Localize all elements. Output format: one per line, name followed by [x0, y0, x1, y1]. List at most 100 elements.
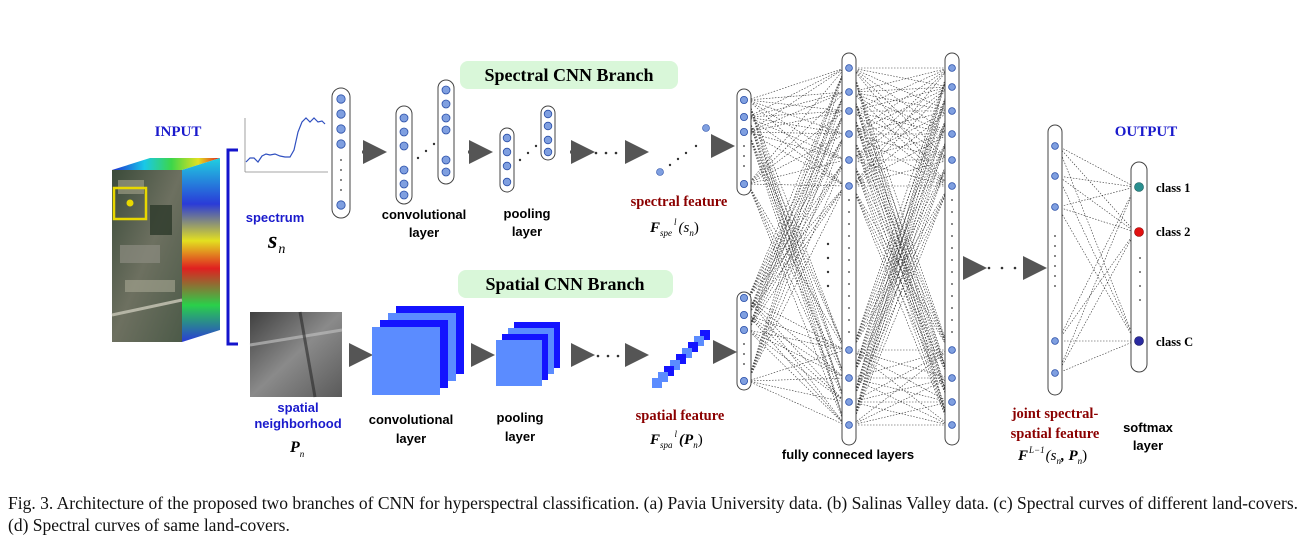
spectral-conv-label-2: layer — [409, 225, 439, 240]
neuron-node — [399, 127, 409, 137]
connection-line — [851, 91, 950, 112]
ellipsis-dot — [848, 283, 850, 285]
spatial-branch-title: Spatial CNN Branch — [485, 274, 644, 294]
connection-line — [747, 91, 846, 133]
ellipsis-dot — [951, 199, 953, 201]
connection-line — [747, 116, 846, 187]
neuron-node — [1051, 172, 1059, 180]
neuron-node — [740, 325, 749, 334]
connection-line — [747, 131, 846, 135]
spectrum-plot — [244, 117, 328, 173]
input-label: INPUT — [155, 124, 202, 140]
connection-line — [747, 110, 846, 316]
neuron-node — [543, 109, 553, 119]
connection-line — [747, 131, 846, 161]
neuron-node — [1051, 142, 1059, 150]
ellipsis-dot — [743, 353, 745, 355]
neuron-node — [336, 139, 346, 149]
neuron-node — [740, 96, 749, 105]
neuron-node — [845, 64, 853, 72]
spatial-conv-maps — [372, 306, 464, 395]
ellipsis-dot — [848, 295, 850, 297]
fc-input-column-spectral — [736, 88, 752, 196]
neuron-node — [399, 141, 409, 151]
connection-line — [851, 349, 950, 379]
neuron-node — [399, 165, 409, 175]
ellipsis-dot — [1139, 285, 1141, 287]
connection-line — [851, 110, 950, 379]
ellipsis-dot — [1139, 271, 1141, 273]
connection-line — [851, 159, 950, 351]
softmax-column — [1130, 161, 1148, 373]
ellipsis-dot — [743, 343, 745, 345]
connection-line — [747, 99, 846, 403]
ellipsis-dot — [743, 155, 745, 157]
ellipsis-dot — [1139, 257, 1141, 259]
connection-line — [747, 329, 846, 379]
connection-line — [747, 67, 846, 101]
neuron-node — [441, 85, 451, 95]
spectral-pool-column-2 — [540, 105, 556, 161]
ellipsis-dot — [848, 223, 850, 225]
neuron-node — [740, 127, 749, 136]
connection-line — [747, 131, 846, 187]
ellipsis-dot — [951, 295, 953, 297]
connection-line — [851, 349, 950, 426]
neuron-node — [502, 147, 512, 157]
spectral-pool-dots — [518, 144, 538, 162]
neuron-node — [845, 346, 853, 354]
connection-line — [747, 99, 846, 351]
connection-line — [851, 185, 950, 351]
connection-line — [851, 159, 950, 426]
fc-input-column-spatial — [736, 291, 752, 391]
connection-line — [747, 67, 846, 316]
connection-line — [747, 131, 846, 379]
connection-line — [747, 159, 846, 382]
ellipsis-dot — [1054, 235, 1056, 237]
neuron-node — [1051, 203, 1059, 211]
connection-line — [747, 183, 846, 426]
connection-line — [747, 91, 846, 382]
connection-line — [747, 185, 846, 316]
neuron-node — [502, 161, 512, 171]
connection-line — [851, 86, 950, 112]
joint-feature-column — [1047, 124, 1063, 396]
connection-line — [851, 67, 950, 379]
neuron-node — [740, 293, 749, 302]
neuron-node — [740, 376, 749, 385]
hyperspectral-cube — [111, 158, 220, 342]
connection-line — [747, 116, 846, 379]
joint-formula: FL−1(sn, Pn) — [1017, 445, 1087, 466]
connection-line — [851, 349, 950, 379]
connection-line — [851, 185, 950, 351]
spatial-feature-stack — [652, 330, 710, 388]
ellipsis-dot — [951, 283, 953, 285]
connection-line — [1057, 231, 1136, 374]
spectral-branch-badge — [460, 61, 678, 89]
connection-line — [851, 110, 950, 351]
neuron-node — [948, 130, 956, 138]
connection-line — [1057, 186, 1136, 342]
output-connections — [1057, 145, 1136, 374]
connection-line — [851, 86, 950, 187]
neuron-node — [441, 155, 451, 165]
connection-line — [747, 183, 846, 379]
connection-line — [851, 185, 950, 379]
neuron-node — [740, 310, 749, 319]
connection-line — [747, 67, 846, 331]
spectral-pool-label-1: pooling — [504, 206, 551, 221]
connection-line — [747, 185, 846, 382]
connection-line — [747, 91, 846, 331]
connection-line — [747, 297, 846, 403]
spatial-pool-label-1: pooling — [497, 410, 544, 425]
connection-line — [851, 110, 950, 351]
connection-line — [1057, 175, 1136, 233]
connection-line — [747, 99, 846, 379]
connection-line — [1057, 206, 1136, 233]
connection-line — [1057, 186, 1136, 208]
connection-line — [851, 67, 950, 93]
connection-line — [851, 159, 950, 403]
connection-line — [1057, 145, 1136, 342]
spectral-pool-label-2: layer — [512, 224, 542, 239]
neuron-node — [1051, 369, 1059, 377]
